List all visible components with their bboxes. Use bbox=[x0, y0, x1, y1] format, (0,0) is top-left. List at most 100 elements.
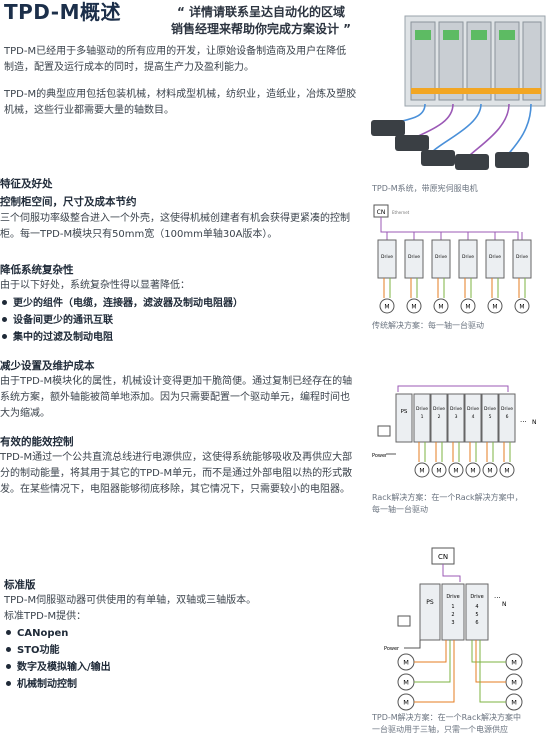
intro-paragraph-2: TPD-M的典型应用包括包装机械，材料成型机械，纺织业，造纸业，冶炼及塑胶机械，… bbox=[4, 89, 357, 116]
drive-number: 6 bbox=[506, 414, 509, 420]
section-5-bullet-list: CANopen STO功能 数字及模拟输入/输出 机械制动控制 bbox=[4, 625, 111, 693]
drive-axis-2: 2 bbox=[451, 612, 454, 618]
drive-label: Drive bbox=[484, 406, 496, 412]
motor-label: M bbox=[470, 468, 475, 475]
section-1-title: 控制柜空间，尺寸及成本节约 bbox=[0, 196, 137, 208]
drive-led-4 bbox=[499, 30, 515, 40]
bullet-dot bbox=[6, 647, 11, 652]
dots-label: ... bbox=[520, 416, 527, 424]
bullet-dot bbox=[2, 334, 7, 339]
drive-number: 5 bbox=[489, 414, 492, 420]
motor-circle bbox=[482, 462, 498, 478]
rack-solution-diagram: PS Drive1Drive2Drive3Drive4Drive5Drive6 … bbox=[372, 385, 537, 478]
motor-label: M bbox=[511, 679, 517, 687]
motor-wire bbox=[471, 640, 506, 663]
servo-motor bbox=[495, 152, 529, 168]
motor-circle bbox=[465, 462, 481, 478]
power-wire bbox=[404, 640, 421, 649]
tpdm-solution-diagram: CN PS Drive 1 2 3 Drive 4 5 6 ... N Powe… bbox=[384, 547, 523, 711]
list-item: 集中的过滤及制动电阻 bbox=[0, 329, 243, 346]
servo-motor bbox=[371, 120, 405, 136]
motor-wire bbox=[479, 640, 506, 703]
drive-box bbox=[464, 393, 482, 443]
traditional-solution-diagram: CN Ethernet DriveMDriveMDriveMDriveMDriv… bbox=[373, 204, 532, 314]
section-5-body-2: 标准TPD-M提供： bbox=[4, 611, 87, 622]
motor-circle bbox=[431, 462, 447, 478]
drive-label-strip bbox=[411, 88, 541, 94]
bullet-dot bbox=[6, 630, 11, 635]
drive-number: 4 bbox=[472, 414, 475, 420]
list-item: 设备间更少的通讯互联 bbox=[0, 312, 243, 329]
motor-label: M bbox=[403, 659, 409, 667]
drive-label: Drive bbox=[450, 406, 462, 412]
intro-paragraph-1: TPD-M已经用于多轴驱动的所有应用的开发，让原始设备制造商及用户在降低制造，配… bbox=[4, 46, 347, 73]
drive-axis-5: 5 bbox=[475, 612, 478, 618]
drive-axis-1: 1 bbox=[451, 604, 454, 610]
drive-box-2 bbox=[465, 583, 489, 641]
ps-box bbox=[419, 583, 441, 641]
list-item: STO功能 bbox=[4, 642, 111, 659]
motor-label: M bbox=[504, 468, 509, 475]
motor-circle bbox=[433, 298, 449, 314]
figure-4-caption-1: TPD-M解决方案：在一个Rack解决方案中 bbox=[372, 713, 521, 722]
drive-box bbox=[481, 393, 499, 443]
motor-circle bbox=[406, 298, 422, 314]
ps-label: PS bbox=[401, 409, 408, 415]
drive-box bbox=[430, 393, 448, 443]
drive-axis-6: 6 bbox=[475, 620, 478, 626]
motor-label: M bbox=[436, 468, 441, 475]
figure-4-caption-2: 一台驱动用于三轴，只需一个电源供应 bbox=[372, 725, 508, 734]
drive-led-2 bbox=[443, 30, 459, 40]
section-4-title: 有效的能效控制 bbox=[0, 436, 74, 448]
quote: “ 详情请联系呈达自动化的区域 销售经理来帮助你完成方案设计 ” bbox=[146, 4, 376, 38]
brake-resistor-box bbox=[377, 425, 391, 437]
drive-box bbox=[404, 239, 424, 279]
section-2-title: 降低系统复杂性 bbox=[0, 264, 74, 276]
drive-label: Drive bbox=[381, 254, 393, 260]
motor-label: M bbox=[511, 699, 517, 707]
motor-label: M bbox=[465, 304, 470, 311]
ethernet-label: Ethernet bbox=[392, 210, 410, 215]
motor-label: M bbox=[453, 468, 458, 475]
network-wire bbox=[442, 564, 461, 582]
n-label: N bbox=[502, 601, 507, 608]
drive-led-1 bbox=[415, 30, 431, 40]
page-title: TPD-M概述 bbox=[4, 0, 121, 24]
drive-module-5 bbox=[522, 21, 542, 101]
drive-box-1 bbox=[441, 583, 465, 641]
motor-label: M bbox=[403, 679, 409, 687]
power-label: Power bbox=[372, 453, 388, 459]
motor-wire bbox=[475, 640, 506, 683]
motor-circle bbox=[460, 298, 476, 314]
motor-label: M bbox=[519, 304, 524, 311]
cable bbox=[504, 103, 532, 159]
cn-label: CN bbox=[438, 553, 448, 561]
features-heading: 特征及好处 bbox=[0, 178, 53, 190]
figure-2-caption: 传统解决方案：每一轴一台驱动 bbox=[372, 321, 484, 330]
cable bbox=[464, 103, 510, 161]
motor-label: M bbox=[511, 659, 517, 667]
drive-box bbox=[498, 393, 516, 443]
section-2-intro: 由于以下好处，系统复杂性得以显著降低： bbox=[0, 280, 190, 291]
drive-box bbox=[431, 239, 451, 279]
list-item: CANopen bbox=[4, 625, 111, 642]
motor-circle bbox=[487, 298, 503, 314]
ps-box bbox=[395, 393, 413, 443]
motor-wire bbox=[414, 640, 447, 663]
motor-label: M bbox=[492, 304, 497, 311]
drive-number: 2 bbox=[438, 414, 441, 420]
cn-label: CN bbox=[377, 209, 386, 216]
brake-resistor-box bbox=[397, 615, 411, 627]
motor-circle bbox=[379, 298, 395, 314]
drive-label: Drive bbox=[467, 406, 479, 412]
n-label: N bbox=[532, 419, 537, 426]
drive-box bbox=[512, 239, 532, 279]
list-item: 数字及模拟输入/输出 bbox=[4, 659, 111, 676]
section-1-body: 三个伺服功率级整合进入一个外壳，这使得机械创建者有机会获得更紧凑的控制柜。每一T… bbox=[0, 213, 350, 240]
drive-box bbox=[458, 239, 478, 279]
motor-cables bbox=[384, 103, 532, 161]
motor-label: M bbox=[419, 468, 424, 475]
drive-label: Drive bbox=[416, 406, 428, 412]
